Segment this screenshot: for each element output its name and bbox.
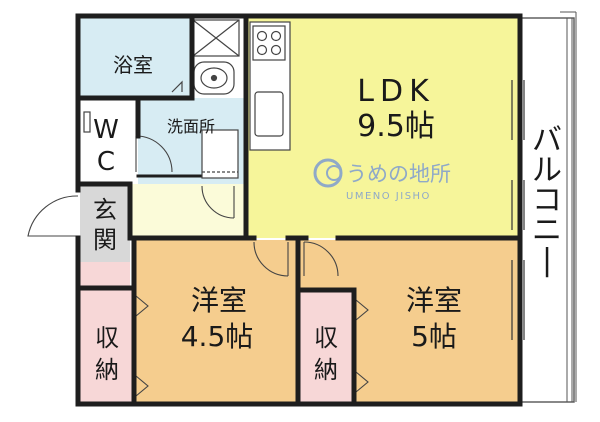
- western1-door: [253, 241, 289, 277]
- entrance-fill: [80, 186, 130, 262]
- storage1-label-a: 収: [95, 324, 119, 352]
- entrance-label-2: 関: [93, 226, 117, 254]
- ldk-fill: [246, 18, 518, 238]
- room-labels: 浴室 洗面所 W C 玄 関 LDK 9.5帖 洋室 4.5帖 洋室 5帖 収 …: [93, 53, 462, 384]
- balcony-label-char: ル: [532, 153, 562, 188]
- doors: [27, 135, 369, 397]
- kitchen-sink: [254, 91, 284, 137]
- washing-machine-pan: [201, 129, 239, 179]
- entrance-door: [27, 195, 79, 237]
- ldk-size: 9.5帖: [357, 109, 435, 144]
- watermark: うめの地所 UMENO JISHO: [313, 158, 451, 202]
- toilet-door: [135, 135, 173, 173]
- walls: [75, 13, 523, 407]
- western2-label: 洋室: [406, 284, 462, 317]
- watermark-name: うめの地所: [346, 162, 451, 186]
- western1-label: 洋室: [191, 284, 247, 317]
- washroom-door: [201, 185, 235, 219]
- storage2-label-a: 収: [314, 324, 338, 352]
- entrance-label-1: 玄: [93, 196, 117, 224]
- bath-fill: [80, 18, 192, 98]
- storage1-doors: [135, 295, 149, 317]
- ldk-label: LDK: [357, 74, 435, 109]
- genkan-floor-fill: [80, 262, 130, 286]
- storage2-label-b: 納: [314, 356, 338, 384]
- western1-fill: [136, 240, 298, 402]
- fixtures: [83, 19, 291, 179]
- storage1-label-b: 納: [95, 356, 119, 384]
- bath-label: 浴室: [113, 53, 153, 77]
- balcony-label-char: コ: [532, 183, 562, 218]
- storage2-fill: [300, 292, 354, 402]
- washroom-label: 洗面所: [167, 117, 215, 136]
- balcony-label-char: バ: [532, 123, 562, 158]
- storage2-doors: [355, 299, 369, 321]
- watermark-romaji: UMENO JISHO: [346, 191, 431, 202]
- balcony-label: バルコニ|: [532, 123, 562, 278]
- western1-size: 4.5帖: [181, 320, 254, 353]
- window-marks: [511, 80, 525, 340]
- wc-label-w: W: [93, 115, 119, 145]
- western2-size: 5帖: [411, 320, 457, 353]
- storage1-fill: [80, 290, 134, 402]
- wc-label-c: C: [97, 147, 115, 177]
- balcony-label-char: |: [542, 243, 552, 278]
- stove: [252, 25, 286, 61]
- corridor-fill: [130, 184, 246, 238]
- western2-door: [303, 241, 339, 277]
- balcony-label-char: ニ: [532, 213, 562, 248]
